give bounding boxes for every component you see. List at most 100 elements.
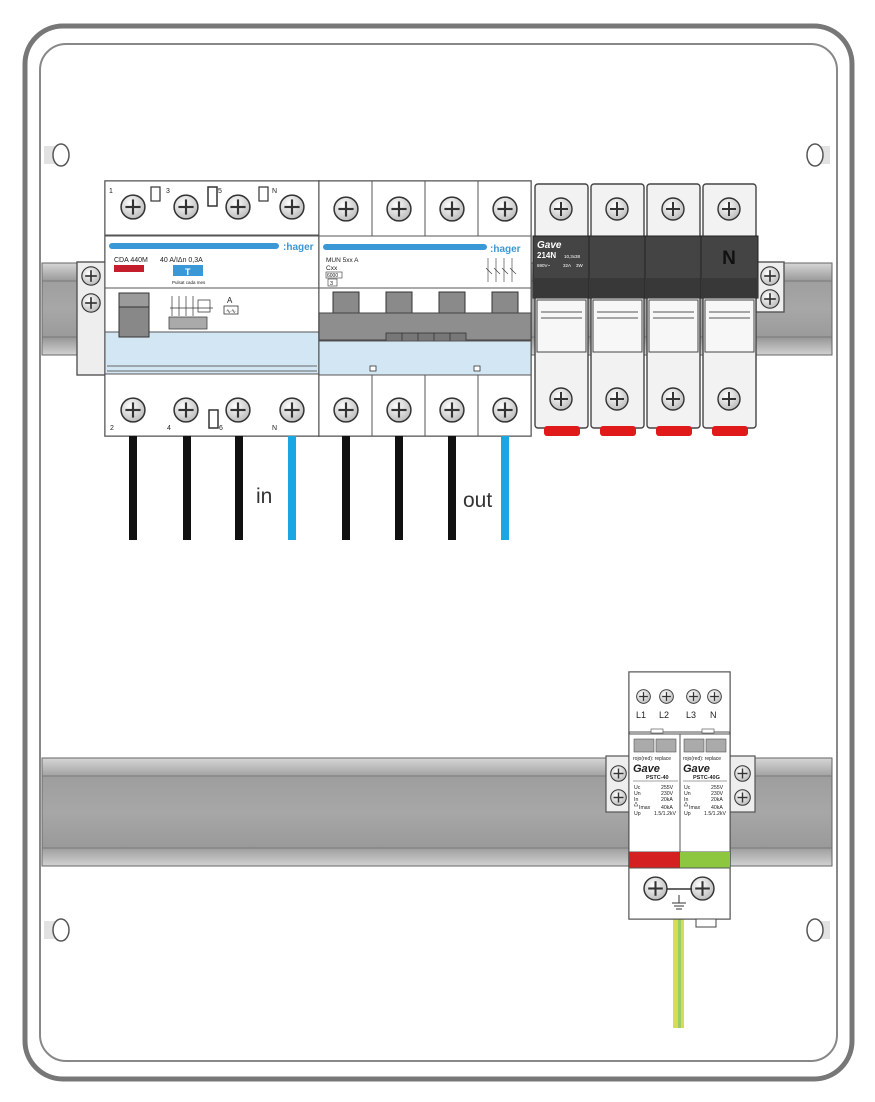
- enclosure-mounting-holes: [44, 143, 830, 942]
- fuse-size-label: 10,3x38: [564, 254, 581, 259]
- mcb-class-label: 3: [330, 281, 333, 287]
- mcb-module: :hager MUN 5xx A Cxx 6000 3: [318, 180, 532, 437]
- mcb-screw-top-3: [439, 196, 465, 222]
- wires-mcb: [342, 436, 509, 540]
- rcd-type-mark: A: [227, 296, 233, 305]
- terminal-screw-4: [173, 397, 199, 423]
- wire-label-in: in: [256, 485, 272, 508]
- mcb-screw-bottom-2: [386, 397, 412, 423]
- spd-screw-l3: [686, 689, 701, 704]
- surge-protector: L1 L2 L3 N rojo(red): replace rojo(red):…: [605, 671, 756, 1028]
- svg-text:Up: Up: [634, 811, 641, 817]
- spd-model-2: PSTC-40G: [693, 775, 720, 781]
- fuse-holder-1: Gave 214N 10,3x38 690V~ 32A 3W: [532, 183, 591, 436]
- svg-text:Uc: Uc: [684, 785, 691, 791]
- spd-brand-1: Gave: [633, 763, 660, 775]
- svg-text:In: In: [634, 797, 638, 803]
- rcd-rating-label: 40 A/IΔn 0,3A: [160, 257, 203, 264]
- earth-symbol-icon: [672, 895, 686, 910]
- mcb-model-label: MUN 5xx A: [326, 257, 359, 264]
- mcb-screw-bottom-4: [492, 397, 518, 423]
- spd-terminal-l3: L3: [686, 710, 696, 720]
- rcd-terminal-label-1: 1: [109, 188, 113, 195]
- mcb-capacity-label: 6000: [327, 273, 338, 279]
- mcb-toggle-2: [385, 291, 413, 315]
- mcb-toggle-3: [438, 291, 466, 315]
- svg-text:20kA: 20kA: [661, 797, 673, 803]
- rcd-terminal-label-6: 6: [219, 425, 223, 432]
- svg-text:230V: 230V: [661, 791, 674, 797]
- spd-brand-2: Gave: [683, 763, 710, 775]
- spd-spec-table-1: Uc 255V Un 230V In 20kA Imax 40kA Up 1.5/1.2k…: [634, 785, 676, 817]
- fuse-power-label: 3W: [576, 263, 584, 268]
- svg-text:1.5/1.2kV: 1.5/1.2kV: [704, 811, 726, 817]
- svg-text:∿∿: ∿∿: [226, 309, 236, 315]
- svg-text:255V: 255V: [661, 785, 674, 791]
- svg-text:255V: 255V: [711, 785, 724, 791]
- spd-indicator-caption-2: rojo(red): replace: [683, 756, 721, 762]
- mcb-screw-top-4: [492, 196, 518, 222]
- spd-earth-screw-1: [643, 876, 668, 901]
- spd-indicator-red: [629, 852, 680, 868]
- svg-text:Imax: Imax: [689, 805, 701, 811]
- spd-screw-n: [707, 689, 722, 704]
- fuse-lock-neutral: [712, 426, 748, 436]
- spd-earth-screw-2: [690, 876, 715, 901]
- rcd-brand-label: :hager: [283, 242, 314, 253]
- rcd-model-label: CDA 440M: [114, 257, 148, 264]
- rcd-test-button: [173, 265, 203, 276]
- rcd-terminal-label-4: 4: [167, 425, 171, 432]
- terminal-screw-5: [225, 194, 251, 220]
- spd-terminal-l2: L2: [659, 710, 669, 720]
- rcd-terminal-label-n-top: N: [272, 188, 277, 195]
- svg-text:1.5/1.2kV: 1.5/1.2kV: [654, 811, 676, 817]
- rail-end-stop-right: [755, 261, 785, 313]
- svg-text:Uc: Uc: [634, 785, 641, 791]
- neutral-mark: N: [722, 248, 736, 269]
- mcb-brand-label: :hager: [490, 244, 521, 255]
- svg-text:230V: 230V: [711, 791, 724, 797]
- svg-text:Un: Un: [684, 791, 691, 797]
- svg-text:Un: Un: [634, 791, 641, 797]
- terminal-screw-n-top: [279, 194, 305, 220]
- svg-text:20kA: 20kA: [711, 797, 723, 803]
- rcd-module: 1 3 5 N :hager CDA 440M 40 A/IΔn 0,3A T …: [104, 180, 320, 437]
- fuse-holder-neutral: N: [700, 183, 759, 436]
- svg-text:Imax: Imax: [639, 805, 651, 811]
- fuse-lock-3: [656, 426, 692, 436]
- spd-terminal-l1: L1: [636, 710, 646, 720]
- fuse-holder-3: [644, 183, 703, 436]
- spd-terminal-n: N: [710, 710, 717, 720]
- fuse-brand-label: Gave: [537, 240, 562, 251]
- spd-screw-l1: [636, 689, 651, 704]
- spd-model-1: PSTC-40: [646, 775, 669, 781]
- terminal-screw-n-bottom: [279, 397, 305, 423]
- fuse-model-label: 214N: [537, 251, 556, 260]
- svg-text:40kA: 40kA: [661, 805, 673, 811]
- spd-indicator-caption-1: rojo(red): replace: [633, 756, 671, 762]
- svg-text:In: In: [684, 797, 688, 803]
- rcd-wiring-symbol: [170, 296, 213, 316]
- terminal-screw-1: [120, 194, 146, 220]
- rcd-terminal-label-5: 5: [218, 188, 222, 195]
- svg-text:Up: Up: [684, 811, 691, 817]
- fuse-lock-1: [544, 426, 580, 436]
- svg-text:T: T: [185, 267, 191, 277]
- wires-rcd: [129, 436, 296, 540]
- fuse-voltage-label: 690V~: [537, 263, 551, 268]
- rcd-test-caption: Pulsat cada mes: [172, 280, 206, 285]
- mcb-toggle-4: [491, 291, 519, 315]
- mcb-wiring-symbol: [485, 258, 517, 282]
- mcb-screw-top-1: [333, 196, 359, 222]
- terminal-screw-2: [120, 397, 146, 423]
- terminal-screw-3: [173, 194, 199, 220]
- fuse-current-label: 32A: [563, 263, 571, 268]
- spd-indicator-green: [680, 852, 730, 868]
- rail-end-stop-left: [76, 261, 108, 376]
- rcd-terminal-label-3: 3: [166, 188, 170, 195]
- mcb-screw-top-2: [386, 196, 412, 222]
- terminal-screw-6: [225, 397, 251, 423]
- wire-label-out: out: [463, 489, 492, 512]
